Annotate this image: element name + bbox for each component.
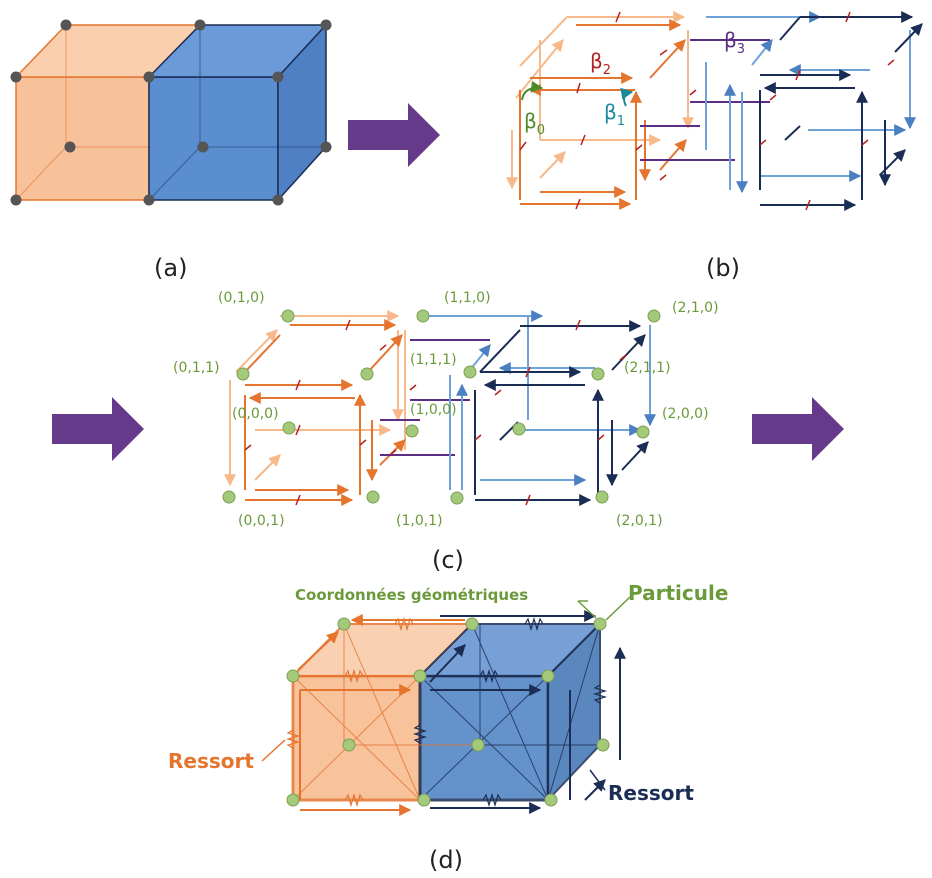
orange-cube-front: [15, 76, 150, 201]
arrow-a-to-b: [348, 103, 440, 167]
panel-d-nodes: [286, 617, 610, 807]
panel-c: (0,1,0) (1,1,0) (2,1,0) (0,1,1) (1,1,1) …: [173, 290, 719, 574]
panel-d-label: (d): [429, 846, 463, 874]
coord-label: (1,1,1): [410, 352, 457, 368]
particle-label: Particule: [628, 581, 728, 605]
coord-label: (0,1,1): [173, 360, 220, 376]
coord-label: (0,1,0): [218, 290, 265, 306]
coord-label: (1,0,1): [396, 513, 443, 529]
panel-c-nodes: [222, 309, 661, 505]
panel-a-nodes: [10, 19, 332, 206]
coord-label: (1,1,0): [444, 290, 491, 306]
panel-c-label: (c): [432, 546, 464, 574]
geom-coords-label: Coordonnées géométriques: [295, 586, 528, 604]
arrow-c-to-d: [752, 397, 844, 461]
spring-label-right: Ressort: [608, 781, 694, 805]
coord-label: (2,1,0): [672, 300, 719, 316]
beta3-label: β3: [724, 28, 745, 57]
coord-label: (0,0,0): [232, 406, 279, 422]
coord-label: (2,1,1): [624, 360, 671, 376]
beta1-label: β1: [604, 100, 625, 129]
blue-cube-front: [148, 76, 279, 201]
beta2-label: β2: [590, 49, 611, 78]
beta0-label: β0: [524, 109, 545, 138]
panel-d: Coordonnées géométriques Particule Resso…: [168, 581, 728, 874]
coord-label: (2,0,1): [616, 513, 663, 529]
panel-a: (a): [10, 19, 332, 282]
panel-a-label: (a): [154, 254, 187, 282]
coord-label: (1,0,0): [410, 402, 457, 418]
spring-label-left: Ressort: [168, 749, 254, 773]
panel-b: β0 β1 β2 β3 (b): [506, 11, 923, 282]
arrow-b-to-c: [52, 397, 144, 461]
panel-b-label: (b): [706, 254, 740, 282]
coord-label: (2,0,0): [662, 406, 709, 422]
coord-label: (0,0,1): [238, 513, 285, 529]
